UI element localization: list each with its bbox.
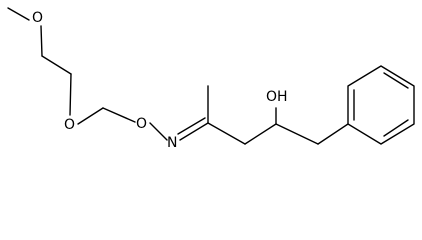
bond-oxime-oxygen-to-nitrogen [149, 122, 168, 141]
bond-benzyl-to-ring [317, 123, 349, 145]
bond-methoxy-oxygen-to-carbon [40, 25, 43, 57]
bond-ethylene [41, 55, 72, 75]
atom-label-oxime-oxygen: O [136, 116, 147, 132]
molecule-structure-diagram: O O O N OH [7, 7, 415, 151]
bond-imine-carbon-to-methylene [207, 122, 246, 145]
bond-ether-oxygen-to-methylene [77, 107, 104, 125]
benzene-ring-double-bond-2 [383, 72, 409, 89]
bond-methylene-to-carbinol [244, 123, 277, 145]
bond-carbinol-to-benzyl [275, 123, 319, 145]
atom-label-hydroxyl: OH [266, 89, 288, 105]
benzene-ring [347, 65, 415, 145]
benzene-ring-outline [347, 65, 415, 145]
bond-imine-double-outer [179, 122, 209, 141]
atom-label-group: O O O N OH [32, 10, 288, 151]
benzene-ring-double-bond-3 [383, 119, 409, 137]
bond-methylene-to-oxime-oxygen [102, 107, 136, 123]
atom-label-imine-nitrogen: N [167, 135, 177, 151]
bond-imine-double-inner [177, 117, 206, 135]
atom-label-methoxy-oxygen: O [32, 10, 43, 26]
bond-methyl-to-methoxy-oxygen [7, 7, 30, 21]
bond-group [7, 7, 349, 145]
atom-label-ether-oxygen: O [64, 117, 75, 133]
bond-carbon-to-ether-oxygen [69, 73, 72, 116]
